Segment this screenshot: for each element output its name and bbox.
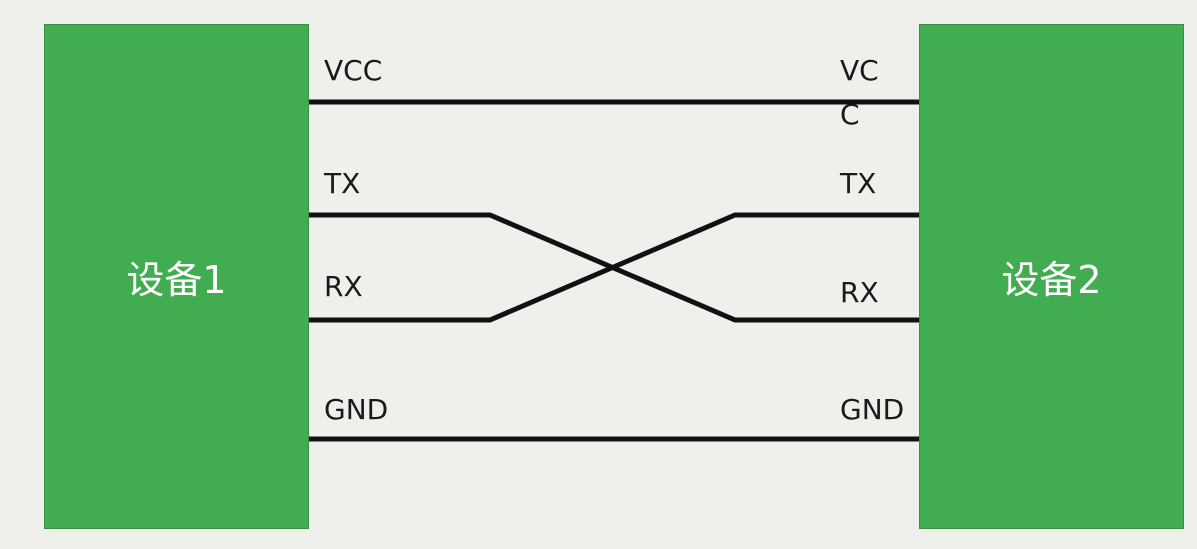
rx-to-tx-wire [309, 212, 919, 323]
left-vcc-label: VCC [324, 54, 383, 87]
right-rx-label: RX [840, 276, 879, 309]
device-1-label: 设备1 [126, 258, 227, 302]
left-gnd-label: GND [324, 393, 389, 426]
right-gnd-label: GND [840, 393, 905, 426]
left-tx-label: TX [324, 167, 361, 200]
device-2-box: 设备2 [919, 24, 1184, 529]
left-rx-label: RX [324, 270, 363, 303]
device-1-box: 设备1 [44, 24, 309, 529]
right-vcc-label-line1: VC [840, 54, 879, 87]
right-vcc-label-line2: C [840, 98, 860, 131]
right-tx-label: TX [840, 167, 877, 200]
device-2-label: 设备2 [1001, 258, 1102, 302]
